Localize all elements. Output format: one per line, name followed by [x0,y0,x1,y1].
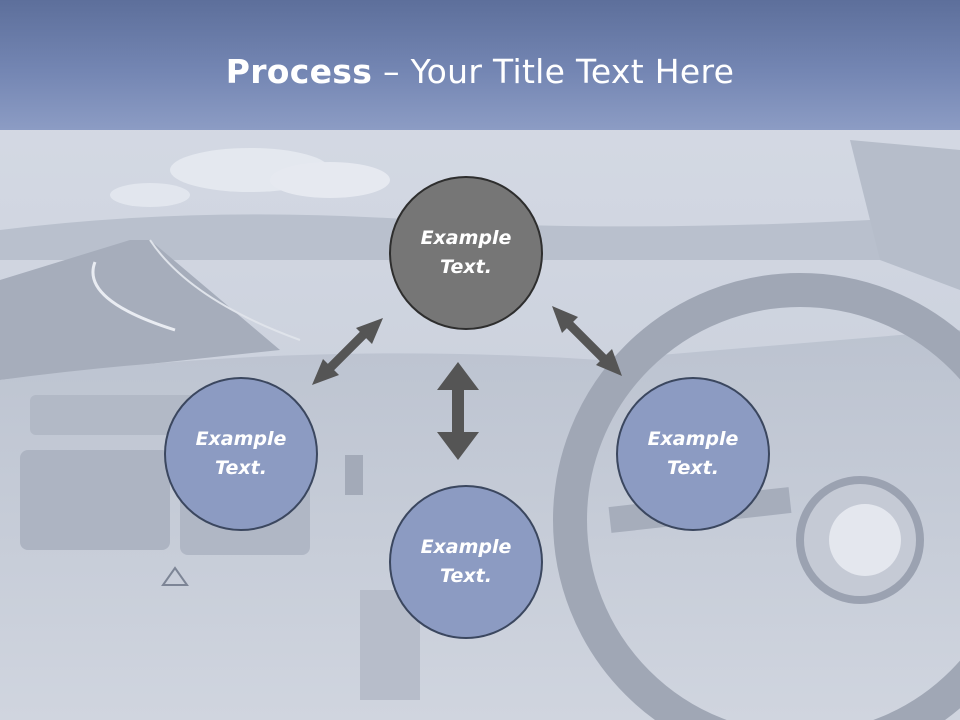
circle-left-line1: Example [195,428,287,450]
title-separator: – [372,52,411,91]
title-rest: Your Title Text Here [410,52,735,91]
arrow-top-left [312,318,383,385]
circle-right-line2: Text. [667,457,719,479]
circle-bottom-line1: Example [420,536,512,558]
title-band [0,0,960,130]
circle-top-line1: Example [420,227,512,249]
circle-top-line2: Text. [440,256,492,278]
circle-bottom-line2: Text. [440,565,492,587]
arrow-top-right [552,306,622,376]
arrow-center-vertical [437,362,479,460]
slide-title[interactable]: Process – Your Title Text Here [0,52,960,91]
circle-left-line2: Text. [215,457,267,479]
title-bold: Process [225,52,373,91]
circle-right-line1: Example [647,428,739,450]
